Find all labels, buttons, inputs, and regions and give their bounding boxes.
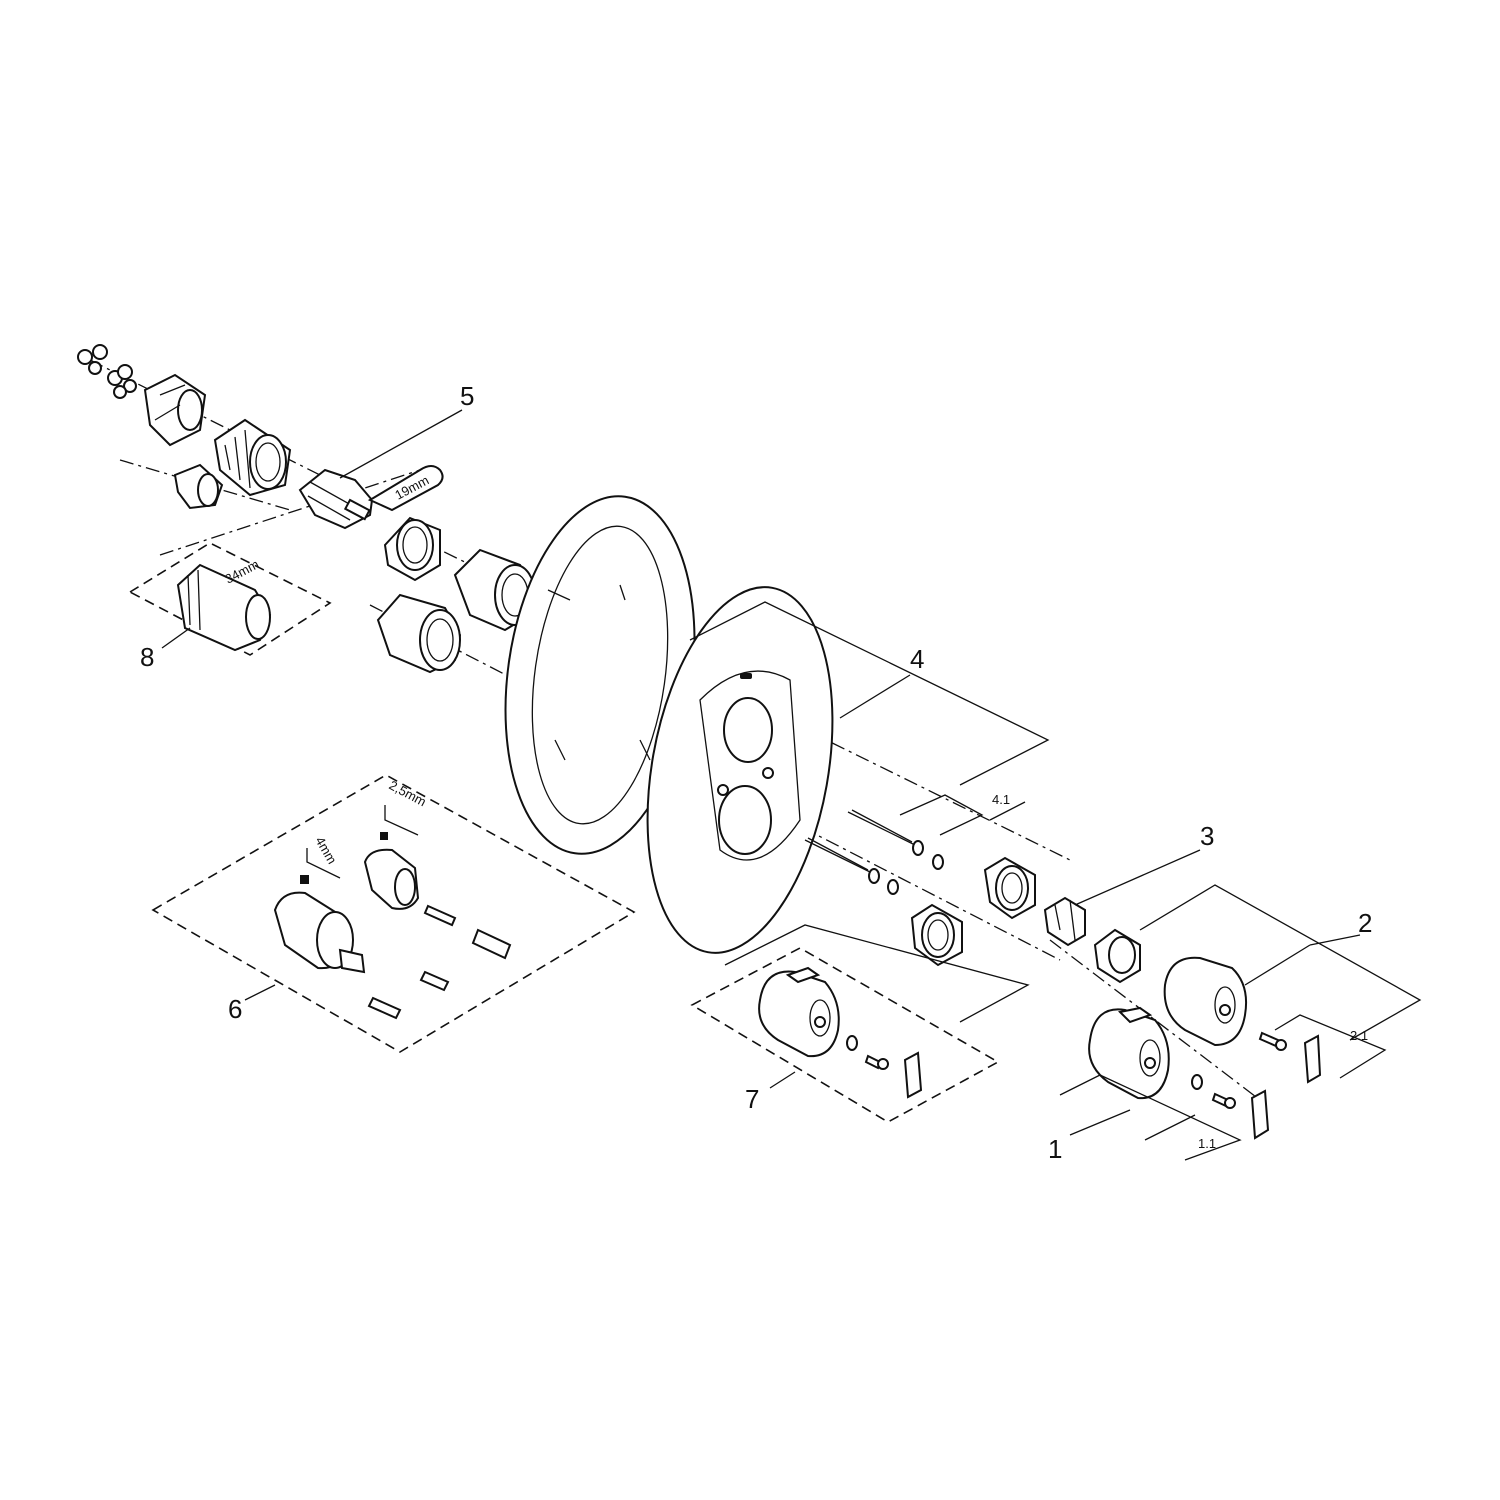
screw-long-upper-icon <box>847 809 924 856</box>
callout-1: 1 <box>1048 1134 1062 1164</box>
cover-plate-icon <box>646 586 834 954</box>
callout-1-1: 1.1 <box>1198 1136 1216 1151</box>
handle-1-icon <box>1088 1006 1170 1100</box>
seal-ring-icon <box>383 516 441 582</box>
nut-ring-icon <box>983 856 1036 920</box>
callout-1-leaders <box>1059 1074 1242 1161</box>
callout-8: 8 <box>140 642 154 672</box>
small-washer-icon <box>77 344 137 399</box>
callout-6: 6 <box>228 994 242 1024</box>
end-cap-icon <box>173 463 224 510</box>
sleeve-upper-icon <box>453 548 537 632</box>
spline-adapter-icon <box>1093 928 1141 984</box>
callout-2: 2 <box>1358 908 1372 938</box>
adapter-clip-icon <box>1043 896 1086 947</box>
screw-short-2-icon <box>1258 1031 1287 1051</box>
group-7-box <box>690 924 1030 1123</box>
group-8-spindle-parts <box>77 344 292 510</box>
callout-5: 5 <box>460 381 474 411</box>
handle-2-icon <box>1163 956 1248 1047</box>
callout-4-leaders <box>689 601 1050 786</box>
cap-1-icon <box>1250 1089 1270 1140</box>
callout-2-1: 2.1 <box>1350 1028 1368 1043</box>
screw-long-lower-icon <box>804 837 880 884</box>
handle-7-icon <box>758 966 840 1058</box>
part-5-valve-cartridge <box>298 409 463 530</box>
cartridge-body-icon <box>143 373 207 447</box>
screw-1-icon <box>1211 1092 1236 1109</box>
sleeve-lower-icon <box>376 593 462 674</box>
callout-3: 3 <box>1200 821 1214 851</box>
callout-4-1: 4.1 <box>992 792 1010 807</box>
cartridge-head-icon <box>363 848 420 910</box>
callout-4-1-leader <box>899 794 1026 836</box>
washer-7-icon <box>846 1035 858 1051</box>
hex-key-2-5mm-label: 2,5mm <box>387 777 429 809</box>
group-6-box: 2,5mm 4mm <box>151 774 636 1053</box>
pin-icon <box>367 904 512 1020</box>
washer-1-icon <box>1191 1074 1203 1090</box>
screw-7-icon <box>864 1054 889 1070</box>
wrench-19mm-icon: 19mm <box>367 465 444 512</box>
hex-key-4mm-icon: 4mm <box>306 834 341 879</box>
wrench-34mm-icon: 34mm <box>176 556 272 652</box>
cap-7-icon <box>903 1051 923 1099</box>
threaded-sleeve-icon <box>213 418 292 497</box>
callout-3-leader <box>1074 849 1201 906</box>
wrench-34mm-label: 34mm <box>222 556 261 586</box>
cap-2-icon <box>1303 1034 1322 1084</box>
callout-2-leaders <box>1139 884 1422 1079</box>
callout-7: 7 <box>745 1084 759 1114</box>
thermostat-cartridge-icon <box>273 891 366 974</box>
set-screw-icon <box>300 832 388 884</box>
nut-ring-lower-icon <box>910 903 963 967</box>
hex-key-2-5mm-icon: 2,5mm <box>384 777 429 836</box>
hex-key-4mm-label: 4mm <box>312 834 339 867</box>
callout-4: 4 <box>910 644 924 674</box>
washer-small-icon <box>887 854 944 895</box>
group-8-box: 34mm <box>128 542 332 656</box>
